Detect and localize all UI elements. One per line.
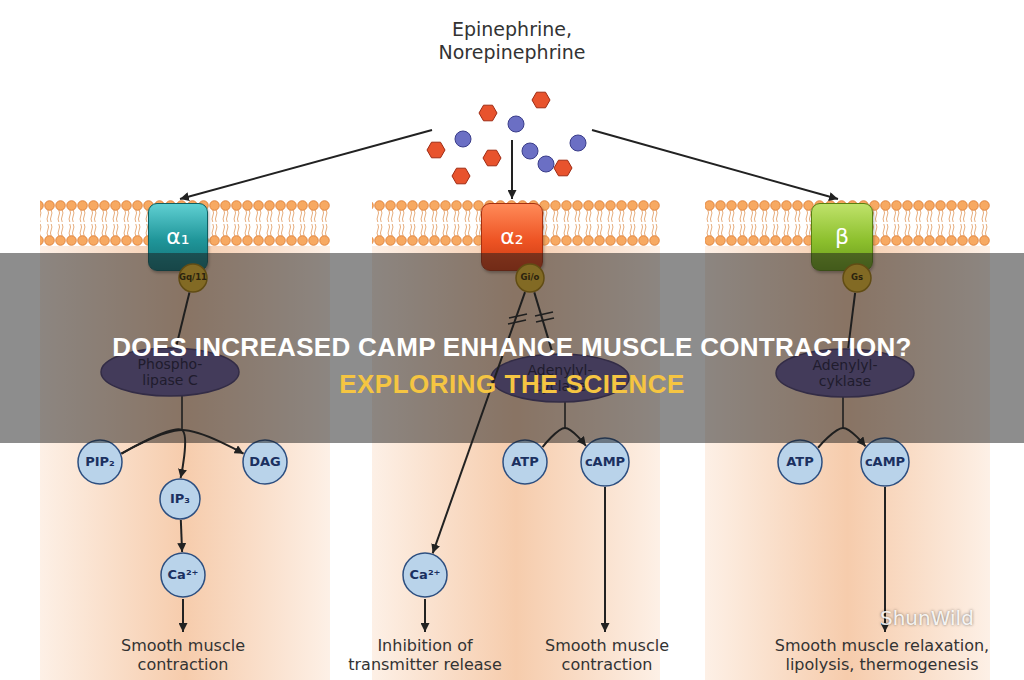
node-text: α₁ (166, 224, 189, 249)
node-text: DAG (249, 455, 281, 470)
node-text-holder: Gq/11 (178, 263, 208, 293)
outcome-arrow (183, 487, 885, 632)
node-text: ATP (786, 455, 813, 470)
effect-label: Smooth muscle contraction (522, 636, 692, 674)
connector-line (181, 520, 182, 552)
node-text-holder: IP₃ (159, 478, 201, 520)
node-text-holder: DAG (242, 439, 288, 485)
node-text-holder: β (812, 204, 872, 270)
node-text: cAMP (585, 455, 625, 470)
effect-label: Inhibition of transmitter release (340, 636, 510, 674)
node-text: PIP₂ (85, 455, 115, 470)
node-text-holder: Ca²⁺ (160, 552, 206, 598)
node-text: Gq/11 (179, 273, 207, 283)
node-text-holder: ATP (777, 439, 823, 485)
molecule-circle: IP₃ (159, 478, 201, 520)
node-text-holder: α₂ (482, 204, 542, 270)
effect-label: Smooth muscle relaxation, lipolysis, the… (762, 636, 1002, 674)
node-text-holder: ATP (502, 439, 548, 485)
node-text: β (835, 224, 849, 249)
g-protein-circle: Gq/11 (178, 263, 208, 293)
cell-column (40, 246, 990, 680)
node-text-holder: α₁ (149, 204, 207, 270)
node-text-holder: Ca²⁺ (402, 552, 448, 598)
node-text: Gs (851, 273, 863, 283)
molecule-circle: PIP₂ (77, 439, 123, 485)
binding-arrow (180, 130, 838, 199)
molecule-circle: cAMP (580, 437, 630, 487)
connector-line (121, 430, 243, 454)
banner-subtitle: EXPLORING THE SCIENCE (0, 369, 1024, 400)
g-protein-circle: Gi/o (515, 263, 545, 293)
inhibition-mark (508, 312, 554, 324)
molecule-circle: Ca²⁺ (402, 552, 448, 598)
receptor-box: α₁ (148, 203, 208, 271)
molecule-circle: cAMP (860, 437, 910, 487)
node-text-holder: PIP₂ (77, 439, 123, 485)
g-protein-circle: Gs (842, 263, 872, 293)
node-text: IP₃ (170, 492, 190, 507)
node-text: ATP (511, 455, 538, 470)
receptor-box: α₂ (481, 203, 543, 271)
connector-line (543, 428, 586, 447)
node-text-holder: cAMP (580, 437, 630, 487)
ligand-label: Epinephrine, Norepinephrine (432, 18, 592, 64)
molecule-circle: Ca²⁺ (160, 552, 206, 598)
molecule-circle: ATP (502, 439, 548, 485)
banner-band (0, 253, 1024, 443)
connector-line (121, 429, 185, 478)
watermark: ShunWild (880, 606, 1020, 630)
node-text: α₂ (500, 224, 523, 249)
node-text: Ca²⁺ (168, 568, 199, 583)
banner-title: DOES INCREASED CAMP ENHANCE MUSCLE CONTR… (0, 332, 1024, 363)
connector-line (433, 292, 525, 553)
enzyme-link-line (182, 396, 843, 430)
molecule-circle: DAG (242, 439, 288, 485)
ligand-molecules (427, 92, 586, 184)
node-text-holder: Gs (842, 263, 872, 293)
node-text: cAMP (865, 455, 905, 470)
node-text-holder: cAMP (860, 437, 910, 487)
effect-label: Smooth muscle contraction (98, 636, 268, 674)
node-text: Gi/o (521, 273, 540, 283)
connector-line (818, 428, 866, 448)
receptor-box: β (811, 203, 873, 271)
node-text-holder: Gi/o (515, 263, 545, 293)
node-text: Ca²⁺ (410, 568, 441, 583)
molecule-circle: ATP (777, 439, 823, 485)
